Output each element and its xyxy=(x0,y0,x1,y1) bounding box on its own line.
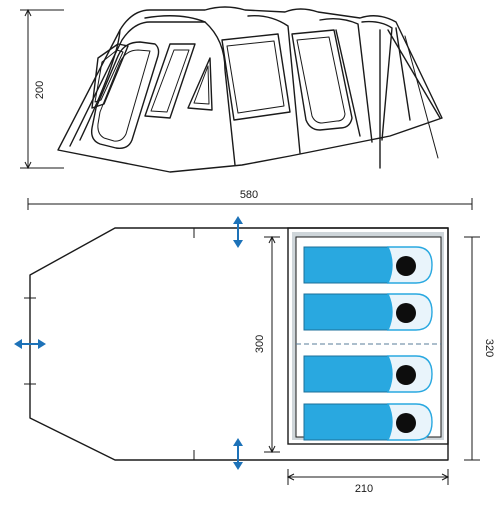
height-label: 200 xyxy=(34,81,46,99)
front-panel-inner xyxy=(69,21,206,147)
sleeping-bag xyxy=(303,403,433,441)
sleeping-bag xyxy=(303,246,433,284)
outer-length-dimension xyxy=(464,236,480,461)
bedroom-width-dimension xyxy=(286,469,450,485)
window-front-left xyxy=(91,43,129,109)
pole-arch-4 xyxy=(361,20,393,141)
rear-canopy-line-3 xyxy=(395,27,411,121)
guy-line xyxy=(404,35,439,159)
tent-side-outline xyxy=(57,6,443,173)
pole-arch-2 xyxy=(247,15,301,154)
total-length-label: 580 xyxy=(240,189,258,201)
sleeping-bag xyxy=(303,355,433,393)
sleeping-bag xyxy=(303,293,433,331)
double-arrow-icon xyxy=(233,216,243,248)
rear-canopy-line-1 xyxy=(335,29,361,137)
height-dimension xyxy=(20,8,64,170)
inner-length-label: 300 xyxy=(254,335,266,353)
sleeping-bag-icon xyxy=(396,413,416,433)
bedroom-outer xyxy=(287,227,449,445)
window-middle-front xyxy=(144,43,196,119)
sleeping-bag-icon xyxy=(396,365,416,385)
pole-arch-3 xyxy=(319,17,373,143)
rear-canopy-line-2 xyxy=(387,29,441,119)
window-center xyxy=(221,33,291,121)
window-rear xyxy=(291,29,353,131)
bedroom-width-label: 210 xyxy=(355,483,373,495)
sleeping-bag-icon xyxy=(396,303,416,323)
window-front-large xyxy=(90,41,160,150)
inner-length-dimension xyxy=(264,235,280,454)
outer-length-label: 320 xyxy=(483,339,495,357)
tent-side-view xyxy=(57,6,443,173)
window-triangle xyxy=(187,57,213,111)
total-length-dimension xyxy=(27,198,473,210)
front-upper-edge xyxy=(79,29,121,141)
double-arrow-icon xyxy=(233,438,243,470)
sleeping-bag-icon xyxy=(396,256,416,276)
double-arrow-icon xyxy=(14,339,46,349)
